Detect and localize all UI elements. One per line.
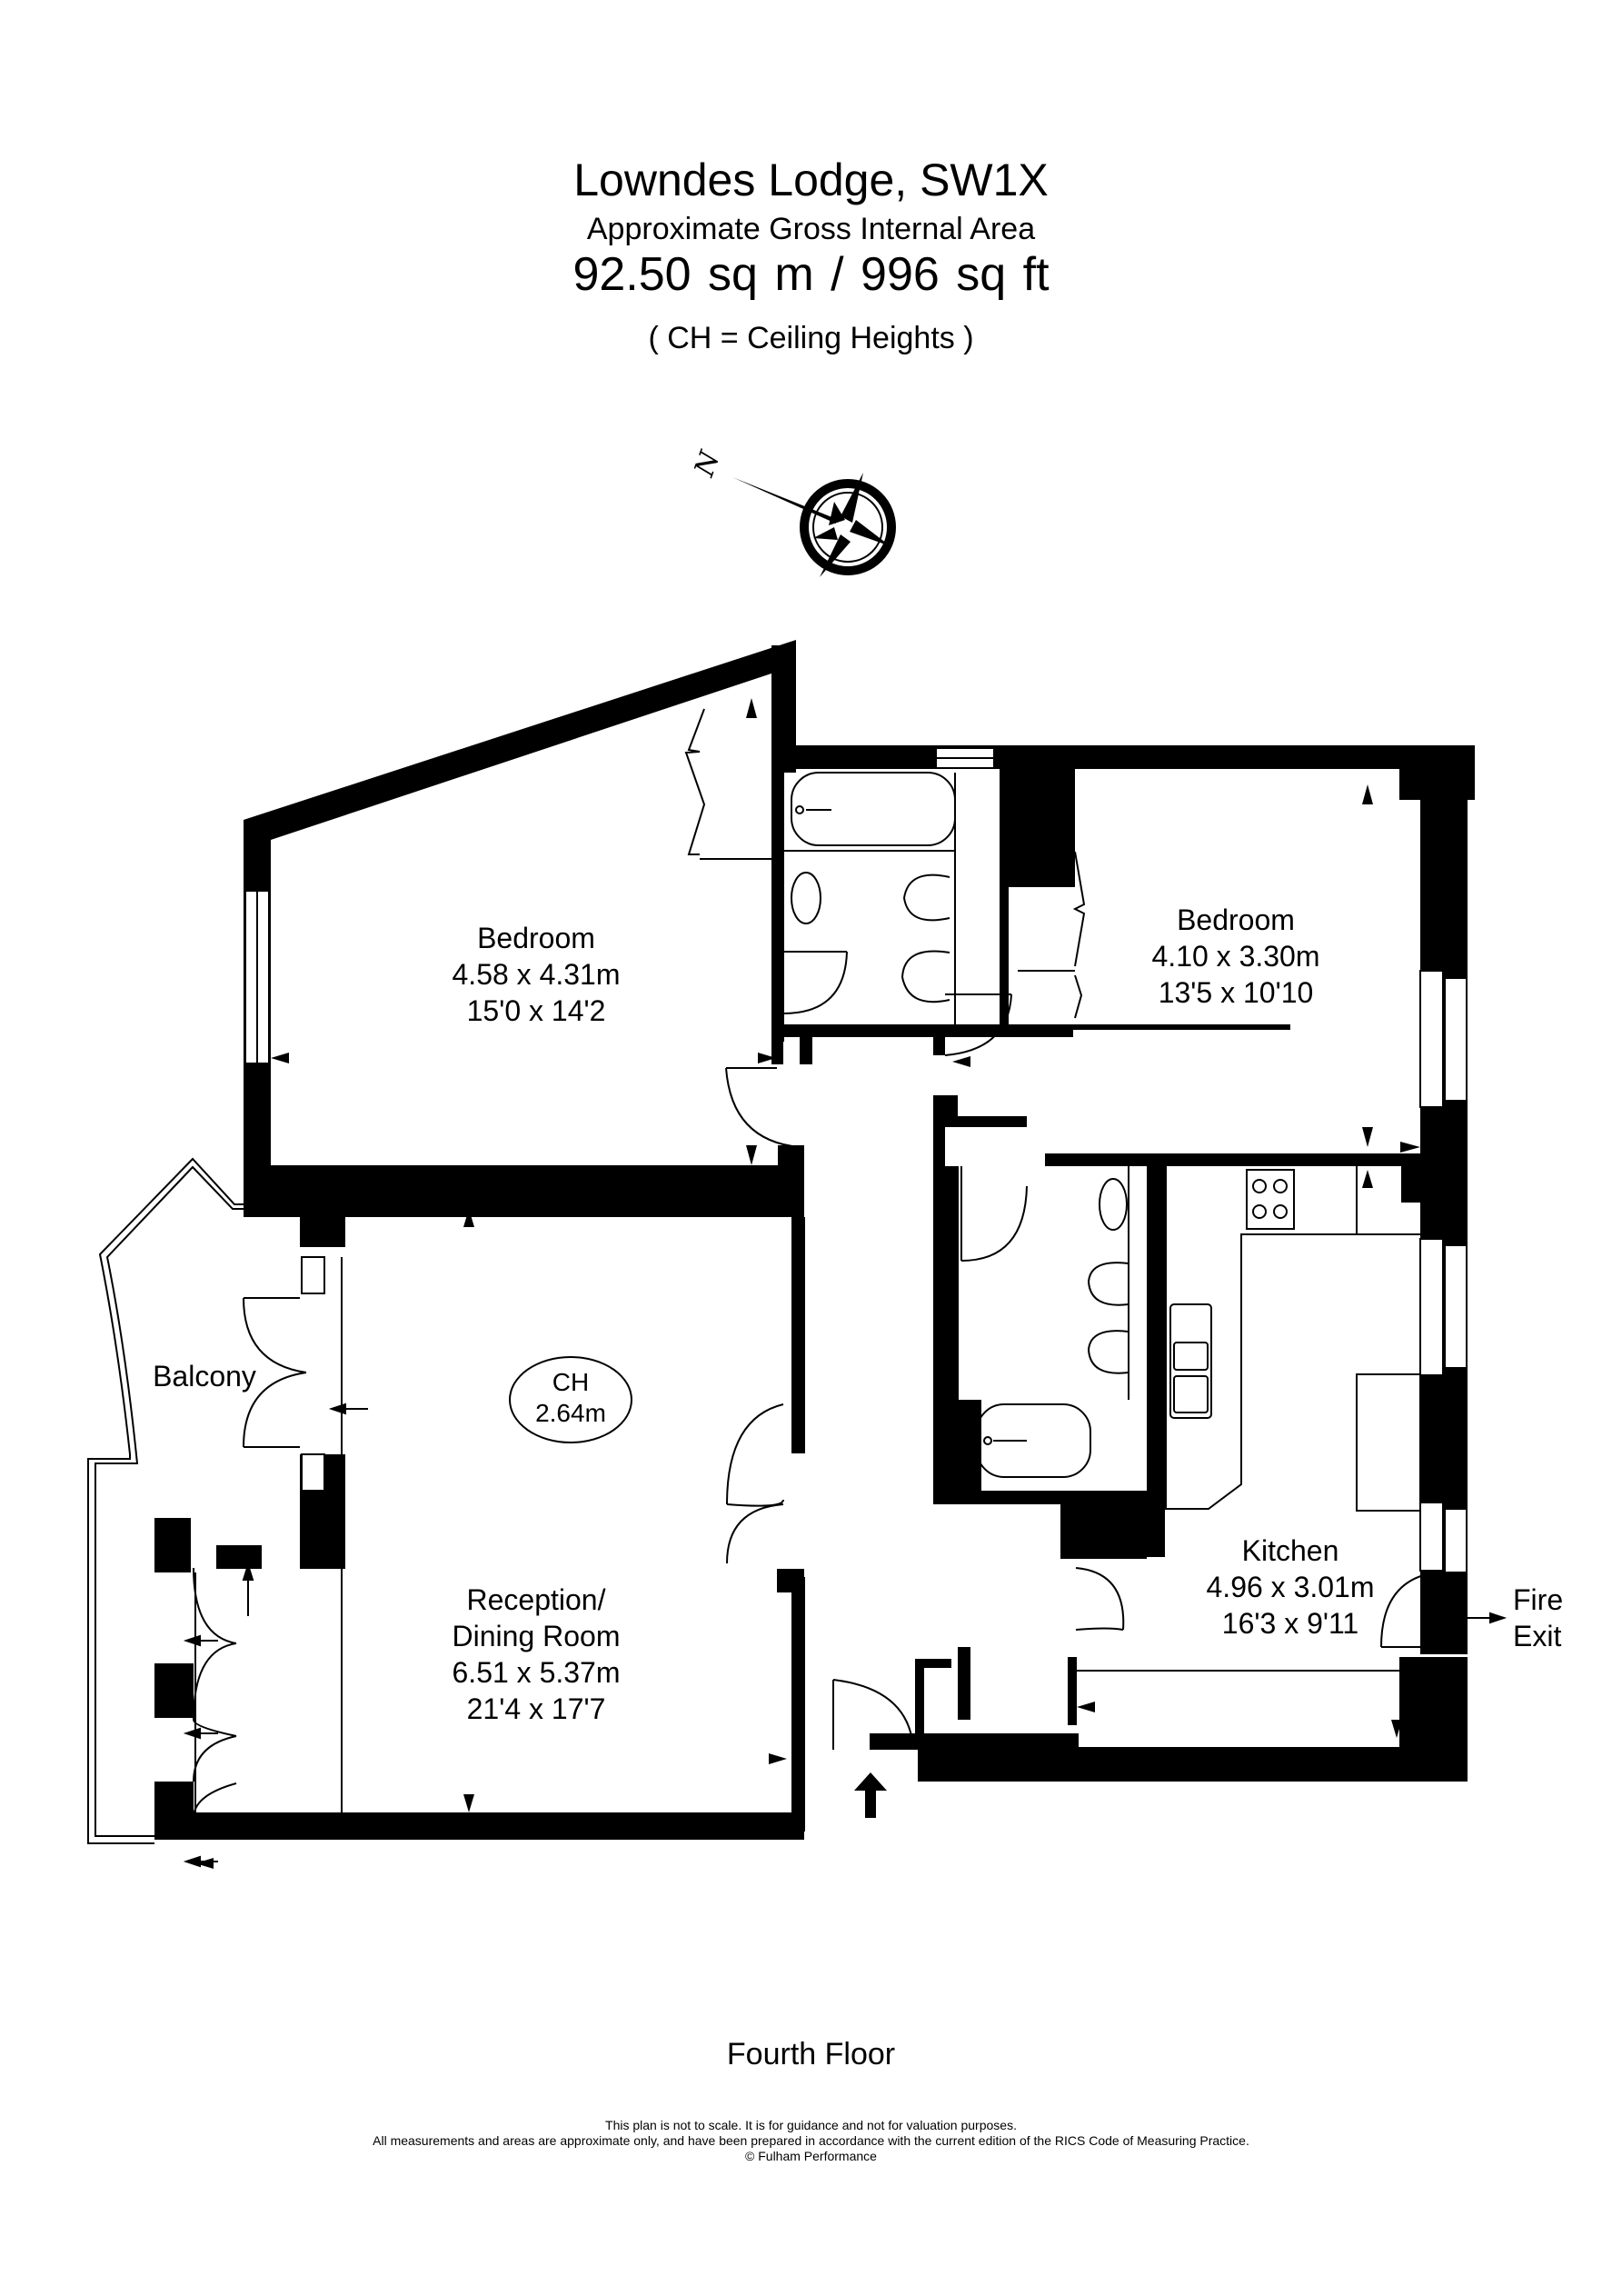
area-subtitle: Approximate Gross Internal Area (586, 212, 1036, 246)
room-name: Bedroom (1177, 903, 1295, 936)
plan-title: Lowndes Lodge, SW1X (573, 155, 1049, 205)
floor-name: Fourth Floor (726, 2037, 896, 2071)
ceiling-height-note: ( CH = Ceiling Heights ) (648, 321, 974, 355)
room-name: Kitchen (1241, 1534, 1339, 1567)
fire-exit-label: Fire Exit (1513, 1582, 1563, 1654)
ceiling-height-value: 2.64m (535, 1399, 606, 1427)
room-bedroom-1: Bedroom 4.58 x 4.31m 15'0 x 14'2 (400, 920, 672, 1029)
room-bedroom-2: Bedroom 4.10 x 3.30m 13'5 x 10'10 (1100, 902, 1372, 1011)
doors-and-fixtures (193, 708, 1445, 1819)
disclaimer: This plan is not to scale. It is for gui… (0, 2118, 1622, 2164)
room-kitchen: Kitchen 4.96 x 3.01m 16'3 x 9'11 (1154, 1532, 1427, 1642)
disclaimer-line2: All measurements and areas are approxima… (373, 2133, 1249, 2148)
room-name: Balcony (153, 1360, 256, 1393)
room-metric: 6.51 x 5.37m (452, 1656, 621, 1689)
walls (154, 640, 1475, 1840)
room-imperial: 15'0 x 14'2 (466, 994, 606, 1027)
opening-arrows (183, 1403, 1508, 1868)
ceiling-height-badge: CH 2.64m (509, 1356, 632, 1443)
room-metric: 4.58 x 4.31m (452, 958, 621, 991)
room-metric: 4.10 x 3.30m (1151, 940, 1320, 973)
compass-rose-icon: N (688, 445, 896, 577)
copyright: © Fulham Performance (745, 2149, 877, 2163)
disclaimer-line1: This plan is not to scale. It is for gui… (605, 2118, 1017, 2132)
fire-exit-line2: Exit (1513, 1620, 1562, 1652)
room-reception: Reception/ Dining Room 6.51 x 5.37m 21'4… (391, 1582, 682, 1727)
room-name-line1: Reception/ (466, 1583, 606, 1616)
total-area: 92.50 sq m / 996 sq ft (572, 248, 1050, 301)
entrance-arrow-icon (854, 1772, 887, 1818)
ceiling-height-label: CH (552, 1368, 590, 1396)
room-balcony: Balcony (136, 1358, 273, 1394)
room-name-line2: Dining Room (452, 1620, 621, 1652)
windows (244, 747, 1468, 1573)
balcony-outline (87, 1157, 245, 1844)
fire-exit-line1: Fire (1513, 1583, 1564, 1616)
room-name: Bedroom (477, 922, 595, 954)
room-imperial: 21'4 x 17'7 (466, 1692, 606, 1725)
room-imperial: 13'5 x 10'10 (1158, 976, 1314, 1009)
room-metric: 4.96 x 3.01m (1206, 1571, 1375, 1603)
svg-text:N: N (688, 445, 727, 481)
room-imperial: 16'3 x 9'11 (1221, 1607, 1359, 1640)
